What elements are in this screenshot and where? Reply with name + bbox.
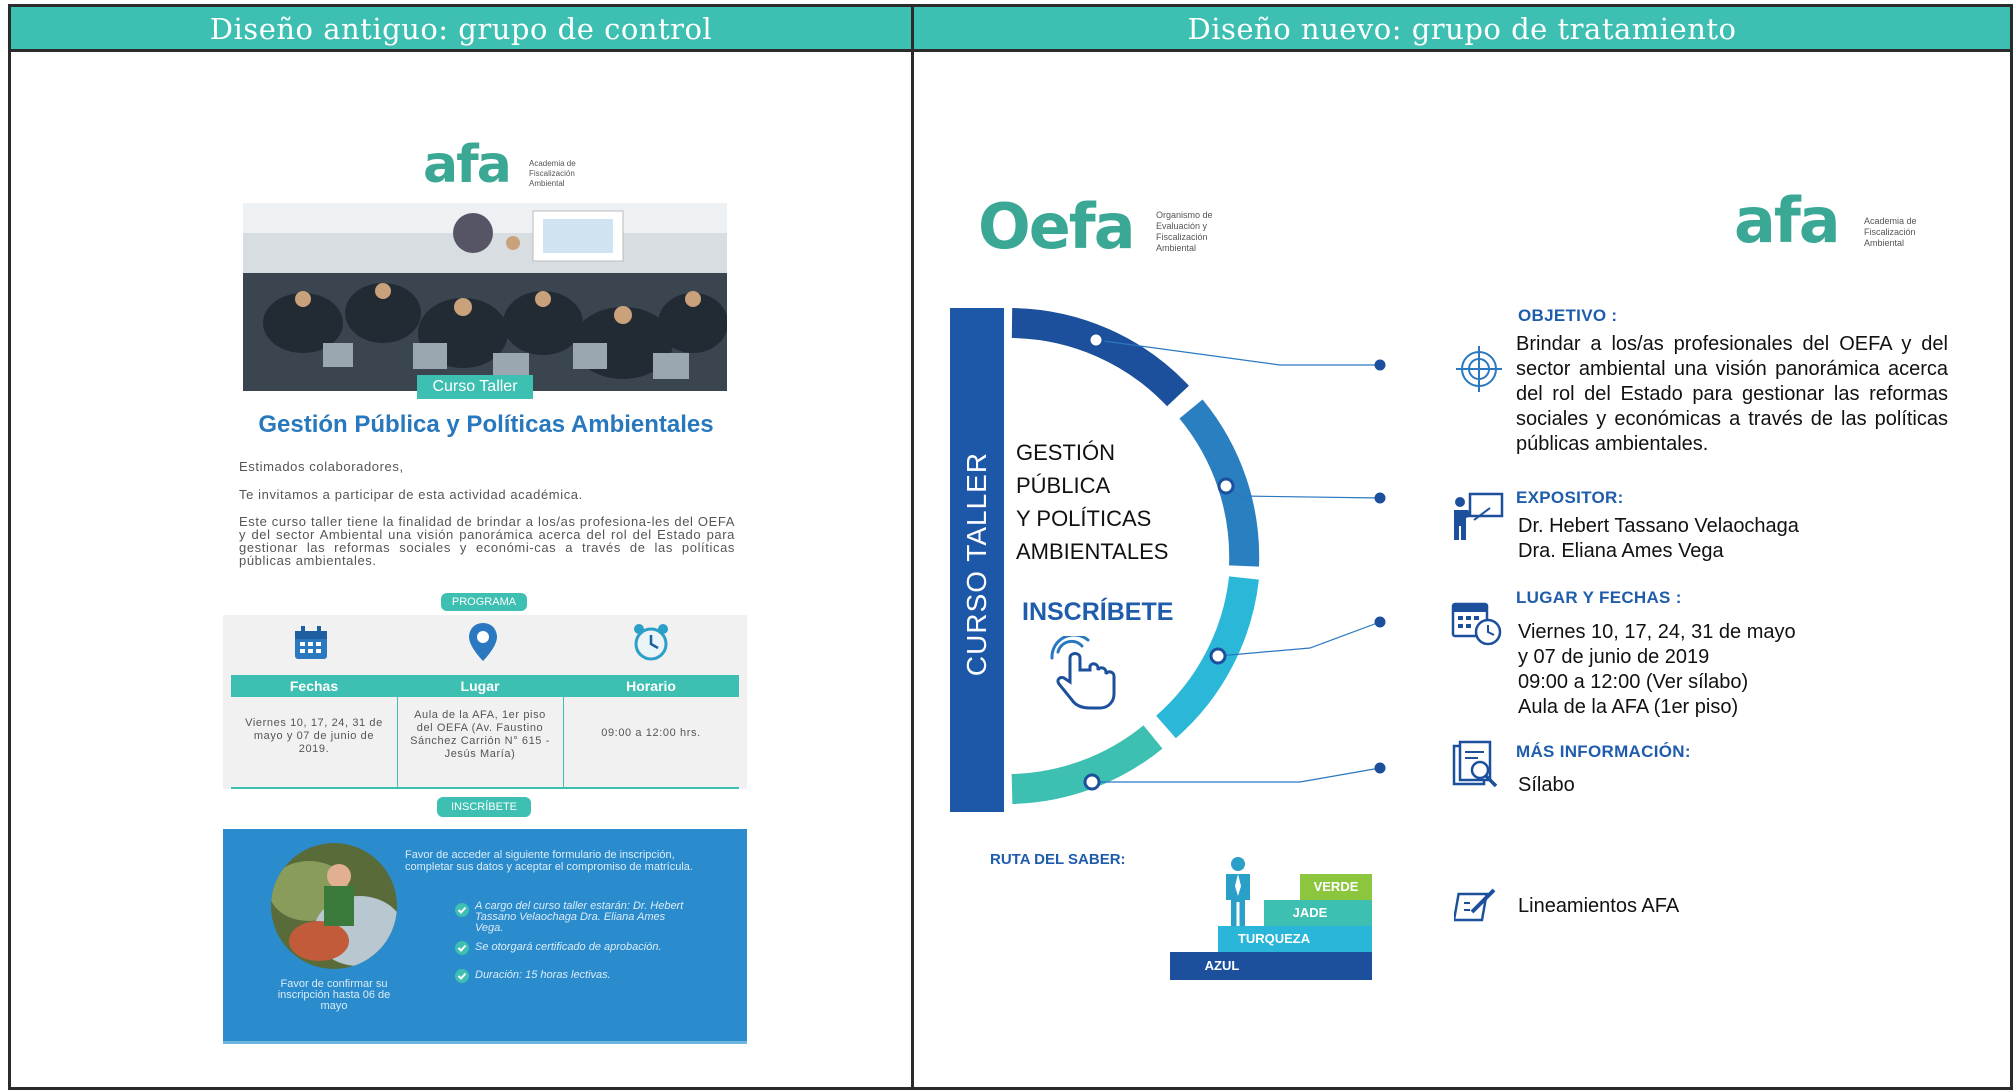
person-icon: [1226, 857, 1250, 926]
confirm-deadline: Favor de confirmar su inscripción hasta …: [277, 978, 391, 1012]
target-icon: [1456, 346, 1502, 392]
horario-header: Horario: [626, 678, 676, 694]
programa-table: Fechas Lugar Horario Viernes 10, 17, 24,…: [223, 615, 747, 789]
certificate-note: Se otorgará certificado de aprobación.: [475, 941, 662, 953]
step-turqueza-label: TURQUEZA: [1237, 931, 1311, 946]
invite-text: Te invitamos a participar de esta activi…: [239, 487, 583, 502]
pen-document-icon: [1454, 888, 1496, 922]
body-text: Este curso taller tiene la finalidad de …: [239, 514, 735, 568]
programa-header-row: [231, 675, 739, 697]
control-panel-header: Diseño antiguo: grupo de control: [11, 7, 911, 52]
course-wheel: [1011, 308, 1386, 804]
arc-segment-3: [1155, 576, 1259, 739]
lugar-fechas-line-3: 09:00 a 12:00 (Ver sílabo): [1518, 671, 1749, 693]
lugar-fechas-heading: LUGAR Y FECHAS :: [1516, 588, 1682, 607]
afa-logo-text: afa: [423, 135, 512, 195]
hand-pointer-icon[interactable]: [1048, 636, 1124, 712]
presenter-icon: [1454, 492, 1504, 540]
oefa-logo: Oefa Organismo de Evaluación y Fiscaliza…: [978, 190, 1238, 263]
horario-value: 09:00 a 12:00 hrs.: [601, 727, 701, 739]
expositor-line-1: Dr. Hebert Tassano Velaochaga: [1518, 515, 1799, 537]
arc-segment-4: [1011, 725, 1163, 804]
step-jade-label: JADE: [1292, 905, 1328, 920]
location-pin-icon: [469, 623, 497, 661]
afa-logo-subtitle: Academia de Fiscalización Ambiental: [529, 159, 576, 188]
course-title-line-3: Y POLÍTICAS: [1016, 506, 1152, 531]
objetivo-heading: OBJETIVO :: [1518, 306, 1618, 325]
arc-segment-2: [1179, 399, 1260, 567]
treatment-panel: Diseño nuevo: grupo de tratamiento: [911, 4, 2013, 1090]
mas-informacion-heading: MÁS INFORMACIÓN:: [1516, 742, 1691, 761]
control-panel: Diseño antiguo: grupo de control afa Aca…: [8, 4, 914, 1090]
document-search-icon: [1452, 740, 1498, 788]
recycling-photo: [271, 843, 397, 969]
afa-logo-right-subtitle: Academia de Fiscalización Ambiental: [1864, 216, 1917, 248]
treatment-panel-header: Diseño nuevo: grupo de tratamiento: [914, 7, 2010, 52]
step-verde: [1300, 874, 1372, 900]
lugar-value: Aula de la AFA, 1er piso del OEFA (Av. F…: [410, 709, 550, 760]
curso-taller-badge: Curso Taller: [417, 375, 533, 399]
course-title-line-4: AMBIENTALES: [1016, 539, 1169, 564]
silabo-link[interactable]: Sílabo: [1518, 774, 1575, 796]
objetivo-text: Brindar a los/as profesionales del OEFA …: [1516, 333, 1948, 455]
check-icon: [455, 903, 469, 917]
fechas-divider: [397, 697, 398, 787]
curso-taller-bar: CURSO TALLER: [950, 308, 1004, 812]
table-bottom-border: [231, 787, 739, 789]
course-title-line-1: GESTIÓN: [1016, 440, 1116, 465]
programa-label: PROGRAMA: [441, 593, 527, 611]
step-azul: [1170, 952, 1372, 980]
greeting-text: Estimados colaboradores,: [239, 459, 404, 474]
alarm-clock-icon: [634, 624, 668, 661]
afa-logo-right: afa Academia de Fiscalización Ambiental: [1734, 184, 1934, 257]
lugar-fechas-line-1: Viernes 10, 17, 24, 31 de mayo: [1518, 621, 1796, 643]
step-jade: [1264, 900, 1372, 926]
check-icon: [455, 941, 469, 955]
inscribete-button[interactable]: INSCRÍBETE: [437, 797, 531, 817]
lugar-header: Lugar: [460, 678, 500, 694]
calendar-icon: [295, 626, 327, 659]
oefa-logo-subtitle: Organismo de Evaluación y Fiscalización …: [1156, 210, 1213, 253]
curso-taller-vertical-label: CURSO TALLER: [961, 451, 992, 677]
lineamientos-link[interactable]: Lineamientos AFA: [1518, 895, 1680, 917]
inscribete-cta[interactable]: INSCRÍBETE: [1022, 598, 1174, 626]
calendar-clock-icon: [1451, 602, 1502, 646]
fechas-value: Viernes 10, 17, 24, 31 de mayo y 07 de j…: [245, 717, 383, 755]
lugar-fechas-line-2: y 07 de junio de 2019: [1518, 646, 1710, 668]
classroom-photo: [243, 203, 727, 391]
form-instructions: Favor de acceder al siguiente formulario…: [405, 849, 693, 873]
step-verde-label: VERDE: [1313, 879, 1359, 894]
check-icon: [455, 969, 469, 983]
afa-logo-right-text: afa: [1734, 184, 1841, 257]
expositor-line-2: Dra. Eliana Ames Vega: [1518, 540, 1724, 562]
duration-note: Duración: 15 horas lectivas.: [475, 969, 611, 981]
expositor-heading: EXPOSITOR:: [1516, 488, 1624, 507]
lugar-fechas-line-4: Aula de la AFA (1er piso): [1518, 696, 1739, 718]
course-title-line-2: PÚBLICA: [1016, 473, 1111, 498]
step-turqueza: [1218, 926, 1372, 952]
course-title: Gestión Pública y Políticas Ambientales: [258, 411, 714, 438]
lugar-divider: [563, 697, 564, 787]
step-azul-label: AZUL: [1204, 958, 1240, 973]
instructors-note: A cargo del curso taller estarán: Dr. He…: [475, 900, 684, 934]
oefa-logo-text: Oefa: [978, 190, 1136, 263]
ruta-label: RUTA DEL SABER:: [990, 851, 1126, 868]
afa-logo: afa Academia de Fiscalización Ambiental: [423, 135, 603, 195]
registration-block: Favor de acceder al siguiente formulario…: [223, 829, 747, 1044]
fechas-header: Fechas: [289, 678, 339, 694]
